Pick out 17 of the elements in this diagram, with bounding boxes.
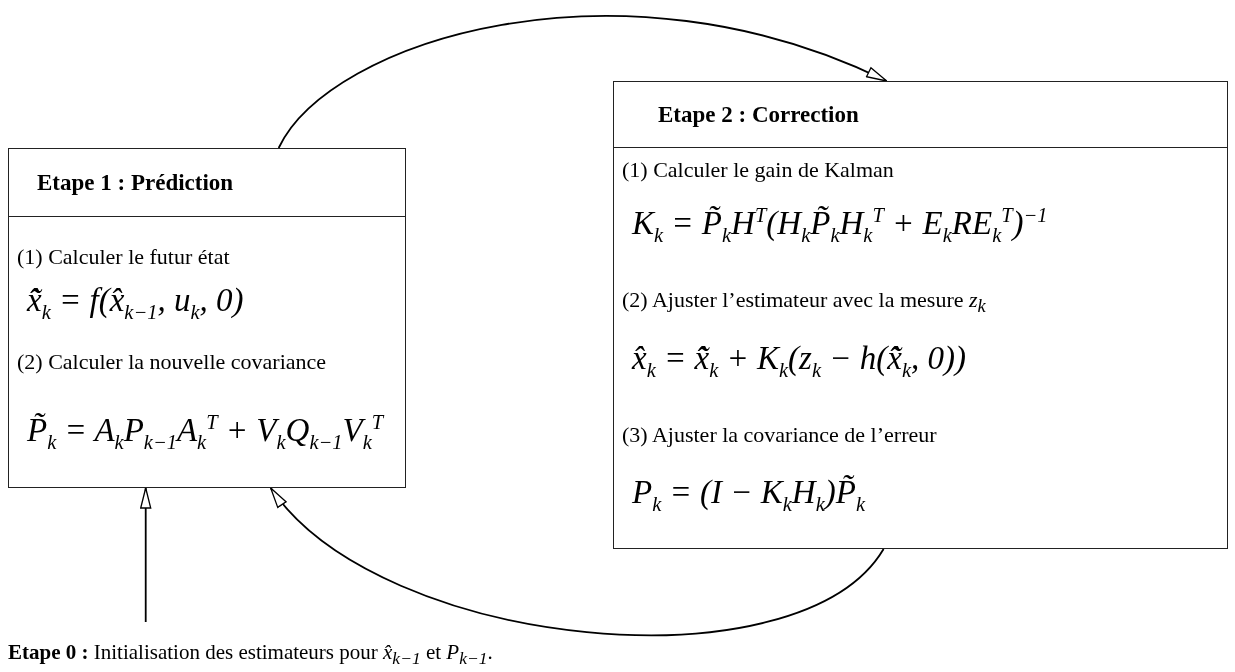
formula: K$_{k}$ = P̃$_{k}$H$^{T}$(H$_{k}$P̃$_{k}$H$_{k}$$^{T}$ + E$_{k}$RE$_{k}$$^{T}$)$^{−1}$ <box>630 204 1049 247</box>
formula: x̂̃$_{k}$ = f(x̂$_{k−1}$, u$_{k}$, 0) <box>25 282 245 324</box>
process-box <box>613 81 1228 549</box>
arrow <box>277 15 888 149</box>
step-text: (1) Calculer le futur état <box>16 244 231 270</box>
process-box <box>8 148 406 488</box>
step-text: (2) Calculer la nouvelle covariance <box>16 349 328 375</box>
step-text: (3) Ajuster la covariance de l’erreur <box>621 422 938 448</box>
step-text: (1) Calculer le gain de Kalman <box>621 157 895 183</box>
section-heading: Etape 2 : Correction <box>614 82 1227 148</box>
formula: P$_{k}$ = (I − K$_{k}$H$_{k}$)P̃$_{k}$ <box>631 474 867 516</box>
arrow <box>269 487 885 637</box>
note-text: Etape 0 : Initialisation des estimateurs pour x̂$_{k−1}$ et P$_{k−1}$. <box>8 640 628 666</box>
section-heading: Etape 1 : Prédiction <box>9 149 405 217</box>
arrow <box>140 487 152 623</box>
step-text: (2) Ajuster l’estimateur avec la mesure z$_{k}$ <box>621 287 987 318</box>
formula: x̂$_{k}$ = x̂̃$_{k}$ + K$_{k}$(z$_{k}$ − h(x̂̃$_{k}$, 0)) <box>630 340 967 382</box>
